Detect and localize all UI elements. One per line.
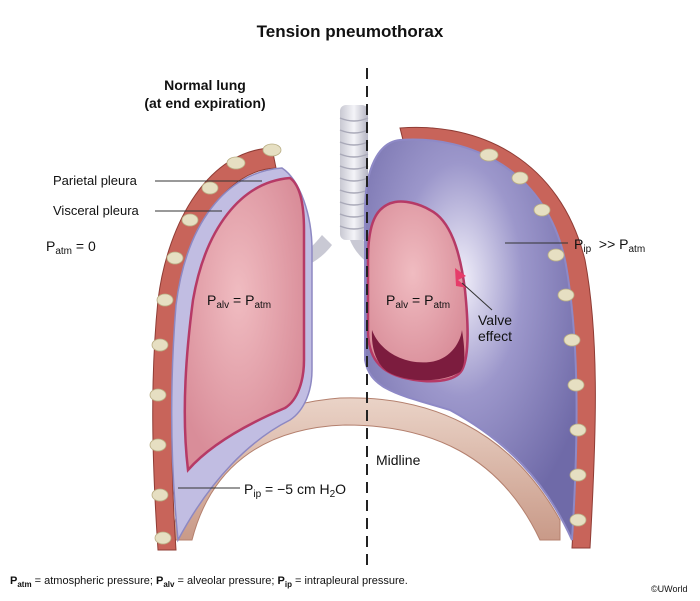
footnote-c-txt: = intrapleural pressure. xyxy=(291,575,408,587)
left-palv-label: Palv = Patm xyxy=(207,292,271,311)
left-palv-p1: P xyxy=(207,292,217,308)
normal-lung-heading: Normal lung (at end expiration) xyxy=(120,76,290,112)
right-lung-dark-base xyxy=(371,330,465,381)
pip-gt-p1: P xyxy=(574,236,584,252)
patm-zero-label: Patm = 0 xyxy=(46,238,96,257)
footnote-b-sub: alv xyxy=(163,580,175,589)
left-palv-eq: = P xyxy=(229,292,255,308)
valve-line2: effect xyxy=(478,328,512,344)
right-palv-eq: = P xyxy=(408,292,434,308)
parietal-pleura-label: Parietal pleura xyxy=(53,173,137,188)
credit: ©UWorld xyxy=(651,584,688,594)
right-palv-label: Palv = Patm xyxy=(386,292,450,311)
diagram-title: Tension pneumothorax xyxy=(256,22,444,41)
footnote-a-p: P xyxy=(10,575,18,587)
pip-neg-sub2: 2 xyxy=(329,489,336,500)
pip-neg-sub: ip xyxy=(253,489,262,500)
valve-line1: Valve xyxy=(478,312,512,328)
pip-neg-rest: = −5 cm H xyxy=(261,481,330,497)
right-ribs xyxy=(479,148,587,527)
footnote-a-sub: atm xyxy=(17,580,32,589)
midline-label: Midline xyxy=(376,452,421,468)
pip-gt-sub2: atm xyxy=(628,244,646,255)
patm-zero-rest: = 0 xyxy=(72,238,96,254)
footnote: Patm = atmospheric pressure; Palv = alve… xyxy=(10,575,408,589)
pip-gt-mid: >> P xyxy=(591,236,629,252)
patm-zero-sub: atm xyxy=(55,246,73,257)
left-palv-sub1: alv xyxy=(216,300,230,311)
normal-lung-line1: Normal lung xyxy=(164,77,246,93)
left-palv-sub2: atm xyxy=(254,300,272,311)
pip-neg-tail: O xyxy=(335,481,347,497)
pip-gt-patm-label: Pip >> Patm xyxy=(574,236,645,255)
right-palv-p1: P xyxy=(386,292,396,308)
pip-neg-label: Pip = −5 cm H2O xyxy=(244,481,346,500)
pip-gt-sub1: ip xyxy=(583,244,592,255)
left-hemithorax xyxy=(149,143,313,551)
right-collapsed-lung xyxy=(366,200,469,383)
valve-tear xyxy=(455,268,468,288)
leader-lines xyxy=(155,180,568,489)
footnote-c-p: P xyxy=(277,575,285,587)
valve-effect-label: Valve effect xyxy=(478,312,512,344)
left-ribs xyxy=(149,143,282,545)
footnote-b-txt: = alveolar pressure; xyxy=(174,575,278,587)
left-lung xyxy=(183,176,306,473)
pip-neg-p: P xyxy=(244,481,254,497)
footnote-a-txt: = atmospheric pressure; xyxy=(31,575,156,587)
visceral-pleura-label: Visceral pleura xyxy=(53,203,139,218)
right-palv-sub1: alv xyxy=(395,300,409,311)
patm-zero-p: P xyxy=(46,238,56,254)
right-hemithorax xyxy=(364,126,596,549)
footnote-b-p: P xyxy=(156,575,164,587)
right-palv-sub2: atm xyxy=(433,300,451,311)
footnote-c-sub: ip xyxy=(284,580,292,589)
normal-lung-line2: (at end expiration) xyxy=(144,95,266,111)
